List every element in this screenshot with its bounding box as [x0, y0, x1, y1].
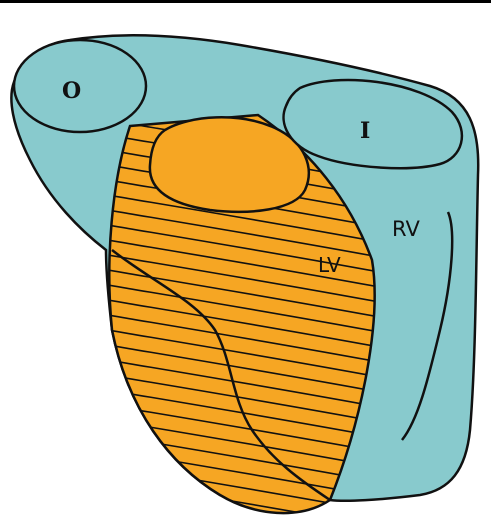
- label-inflow: I: [360, 118, 370, 144]
- label-outflow: O: [62, 78, 81, 104]
- label-left-ventricle: LV: [318, 253, 341, 277]
- label-right-ventricle: RV: [392, 217, 420, 241]
